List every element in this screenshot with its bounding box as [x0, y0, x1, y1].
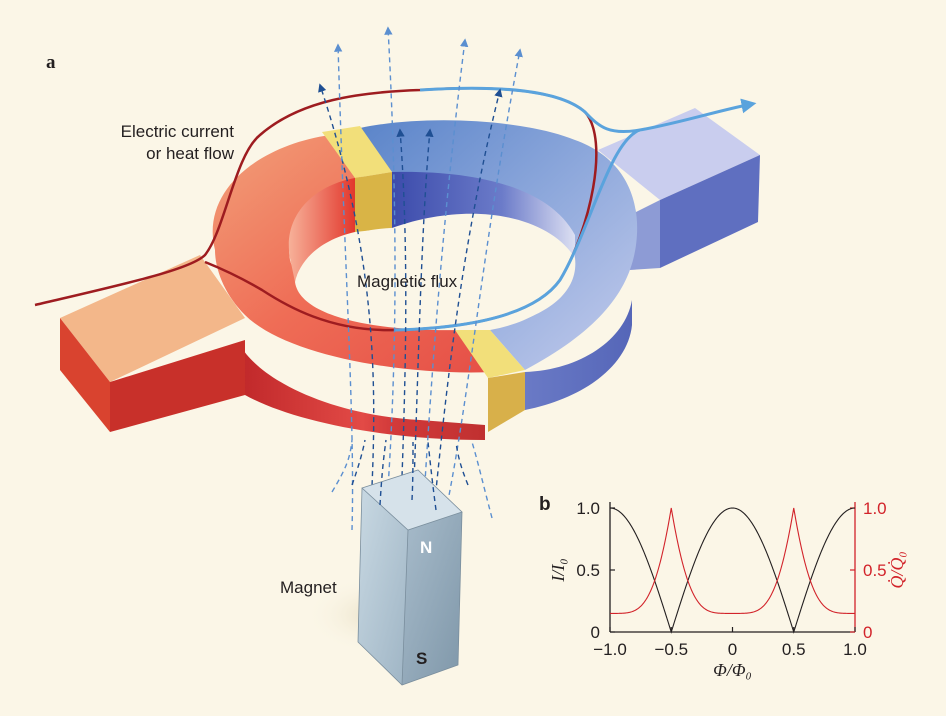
series-heat-line — [610, 507, 855, 614]
flux-line — [351, 439, 366, 486]
y-right-tick-label: 1.0 — [863, 499, 887, 518]
y-right-tick-label: 0 — [863, 623, 872, 642]
magnet-label: Magnet — [280, 578, 337, 597]
ring-inner-wall-red — [288, 178, 355, 282]
flux-line — [396, 128, 407, 531]
right-arm-top — [598, 108, 760, 200]
y-left-tick-label: 0 — [591, 623, 600, 642]
y-axis-label-left: I/I₀ — [548, 558, 568, 582]
y-right-tick-label: 0.5 — [863, 561, 887, 580]
ring-outer-side-red — [240, 345, 485, 440]
flux-line — [384, 26, 396, 531]
y-left-tick-label: 1.0 — [576, 499, 600, 518]
flux-line — [318, 83, 375, 531]
magnet-left-face — [358, 488, 408, 685]
x-tick-label: 1.0 — [843, 640, 867, 659]
flux-line — [411, 441, 414, 501]
left-arm-front — [60, 318, 110, 432]
x-tick-label: −0.5 — [654, 640, 688, 659]
right-arm-face — [630, 200, 660, 270]
flux-line — [421, 38, 469, 531]
ring-top-blue — [360, 120, 638, 370]
junction-top-upper — [322, 126, 392, 178]
junction-side-lower — [488, 372, 525, 432]
left-arm-top — [60, 255, 245, 382]
series-current-line — [609, 507, 856, 634]
left-arm-side — [110, 340, 245, 432]
current-path — [34, 86, 757, 332]
flux-label: Magnetic flux — [357, 272, 458, 291]
panel-letter-a: a — [46, 52, 56, 73]
flux-line — [441, 48, 523, 531]
flux-line — [427, 441, 437, 511]
ring-outer-side-blue — [525, 300, 632, 410]
flux-lines-over-magnet — [379, 439, 437, 511]
flux-line — [455, 441, 469, 486]
x-axis-label: Φ/Φ₀ — [713, 660, 752, 680]
y-left-tick-label: 0.5 — [576, 561, 600, 580]
flux-line — [471, 441, 493, 519]
x-tick-label: 0 — [728, 640, 737, 659]
current-label-line1: Electric current — [120, 122, 234, 141]
junction-top-lower — [455, 330, 525, 378]
x-tick-label: −1.0 — [593, 640, 627, 659]
wire-lower-blue — [394, 128, 641, 332]
flux-line — [331, 439, 353, 493]
right-arm-side — [660, 155, 760, 268]
panel-letter-b: b — [539, 494, 551, 515]
flux-line — [379, 439, 387, 506]
current-label-line2: or heat flow — [146, 144, 234, 163]
flux-line — [431, 88, 503, 531]
x-tick-label: 0.5 — [782, 640, 806, 659]
ring-hole — [295, 224, 576, 331]
ring-top-red — [212, 128, 521, 373]
magnet-north-label: N — [420, 538, 432, 557]
ring-inner-wall-blue — [392, 171, 575, 258]
magnet-right-face — [402, 512, 462, 685]
y-axis-label-right: Q̇/Q̇₀ — [886, 551, 907, 588]
junction-inner-upper — [355, 172, 392, 232]
magnet-south-label: S — [416, 649, 427, 668]
wire-blue-segment — [419, 86, 757, 134]
ring-device — [60, 108, 760, 440]
